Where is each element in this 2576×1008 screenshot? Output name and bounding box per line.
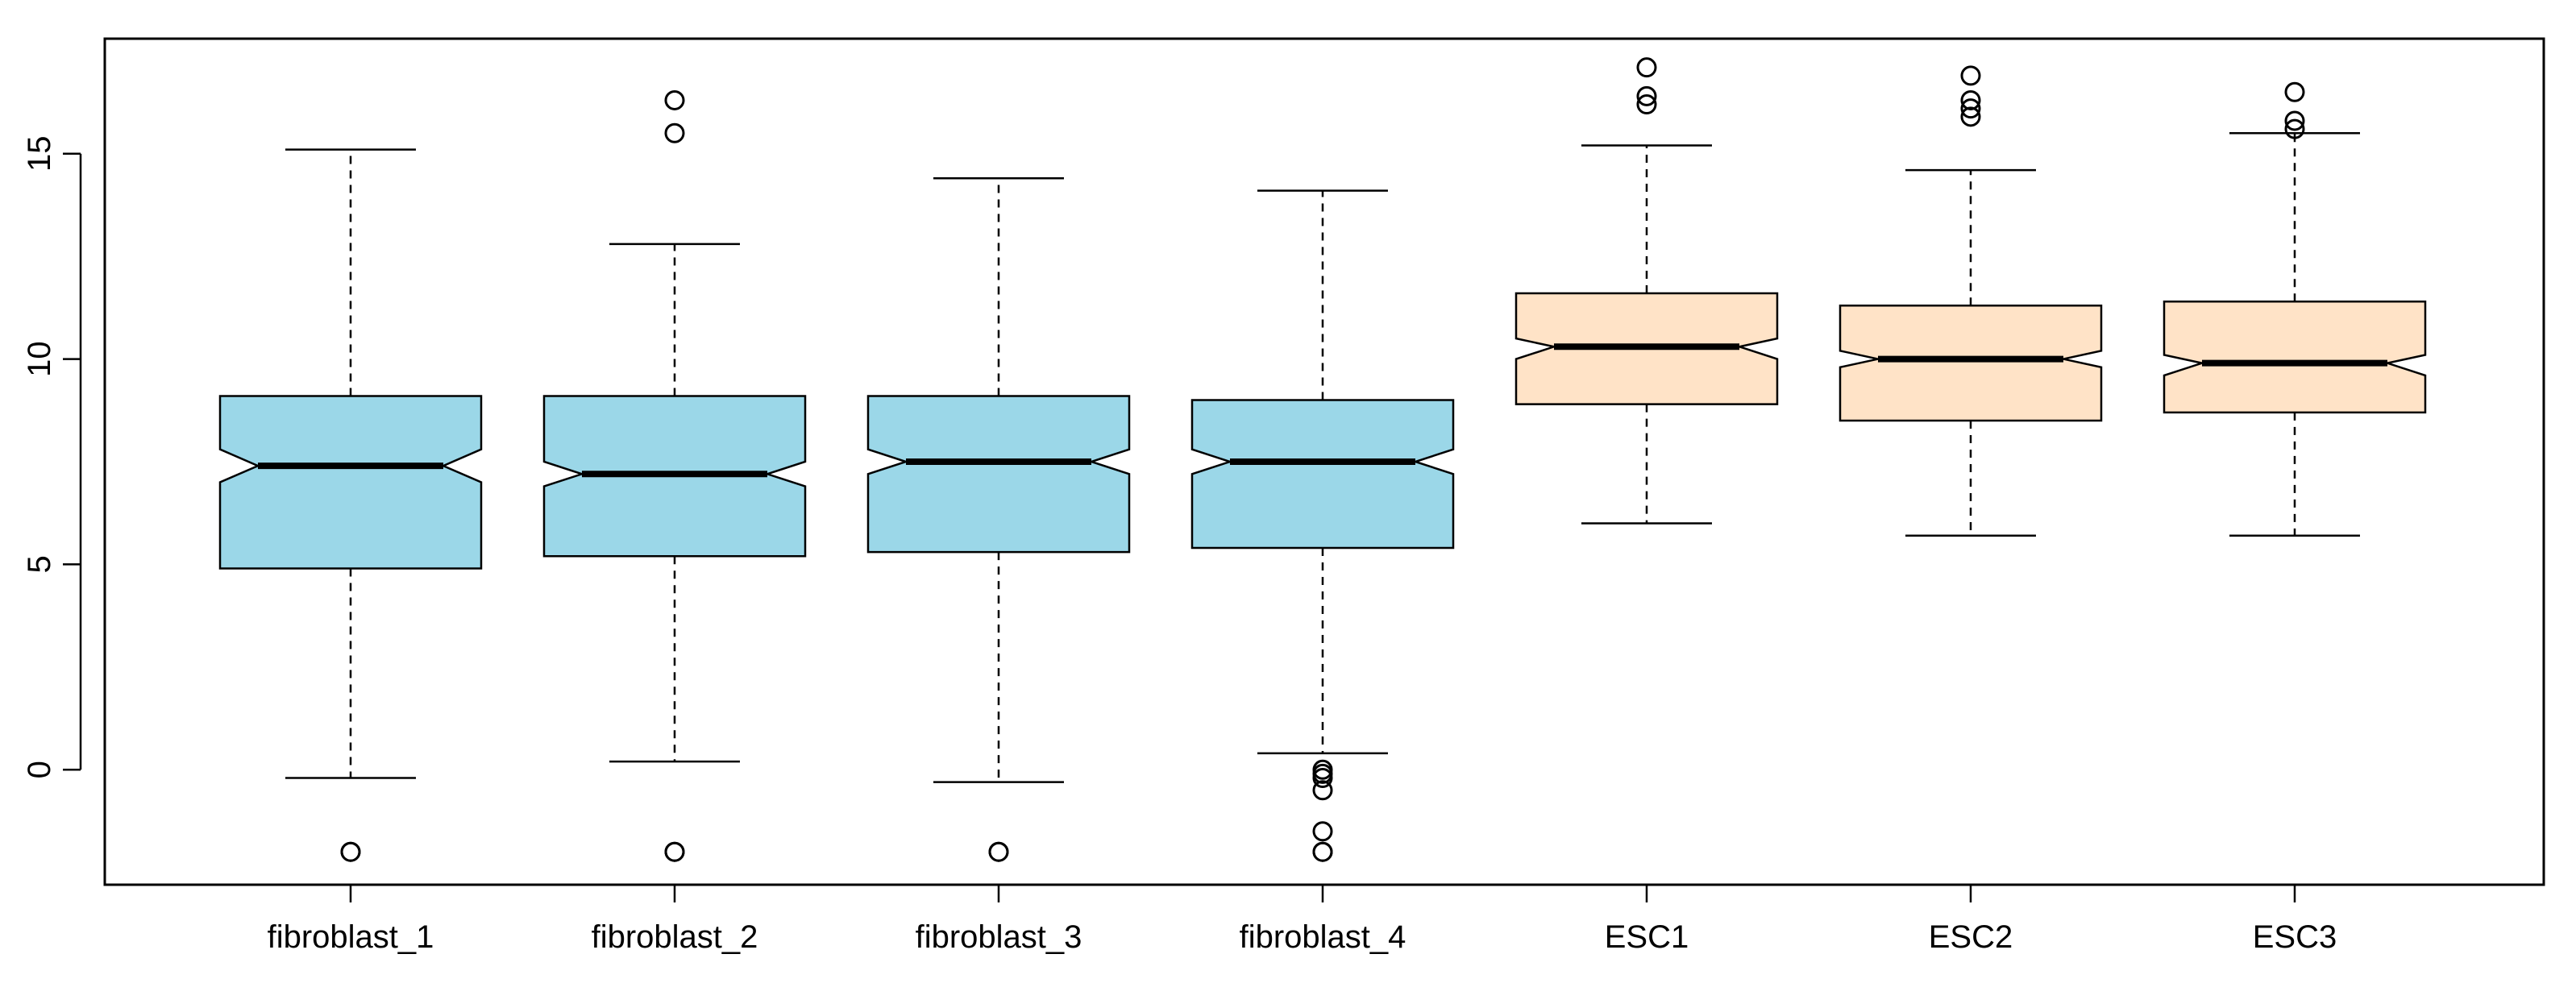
- box-body: [2163, 300, 2427, 414]
- outlier-point: [664, 89, 685, 110]
- x-category-label: ESC3: [2253, 919, 2337, 955]
- outlier-point: [664, 841, 685, 862]
- box-fibroblast_3: [866, 177, 1131, 862]
- box-ESC1: [1514, 57, 1779, 525]
- box-series: [218, 57, 2427, 862]
- x-category-label: fibroblast_1: [268, 919, 434, 955]
- outlier-point: [664, 122, 685, 143]
- y-axis: 0 5 10 15: [22, 135, 82, 778]
- box-body: [1190, 399, 1455, 550]
- outlier-point: [2284, 81, 2305, 102]
- outlier-point: [1636, 57, 1657, 78]
- outlier-point: [1960, 89, 1981, 110]
- box-ESC3: [2163, 81, 2427, 537]
- outlier-point: [1312, 821, 1333, 842]
- outlier-point: [1312, 780, 1333, 801]
- x-axis: fibroblast_1 fibroblast_2 fibroblast_3 fibr…: [268, 883, 2337, 955]
- outlier-point: [988, 841, 1009, 862]
- x-category-label: ESC2: [1929, 919, 2013, 955]
- x-category-label: fibroblast_3: [916, 919, 1082, 955]
- box-fibroblast_2: [542, 89, 807, 862]
- box-fibroblast_1: [218, 148, 483, 862]
- y-tick-label: 10: [22, 341, 57, 377]
- box-fibroblast_4: [1190, 189, 1455, 862]
- outlier-point: [1960, 106, 1981, 127]
- outlier-point: [1960, 65, 1981, 86]
- outlier-point: [1636, 85, 1657, 106]
- outlier-point: [2284, 110, 2305, 131]
- outlier-point: [1636, 94, 1657, 115]
- y-tick-label: 15: [22, 135, 57, 172]
- outlier-point: [1312, 767, 1333, 788]
- box-body: [866, 395, 1131, 554]
- x-category-label: fibroblast_2: [592, 919, 758, 955]
- x-category-label: fibroblast_4: [1240, 919, 1406, 955]
- y-tick-label: 5: [22, 555, 57, 573]
- outlier-point: [1312, 841, 1333, 862]
- box-ESC2: [1839, 65, 2103, 537]
- outlier-point: [340, 841, 361, 862]
- y-tick-label: 0: [22, 761, 57, 778]
- outlier-point: [1960, 98, 1981, 119]
- x-category-label: ESC1: [1605, 919, 1689, 955]
- outlier-point: [1312, 763, 1333, 784]
- outlier-point: [2284, 118, 2305, 139]
- box-body: [218, 395, 483, 570]
- box-body: [1839, 305, 2103, 422]
